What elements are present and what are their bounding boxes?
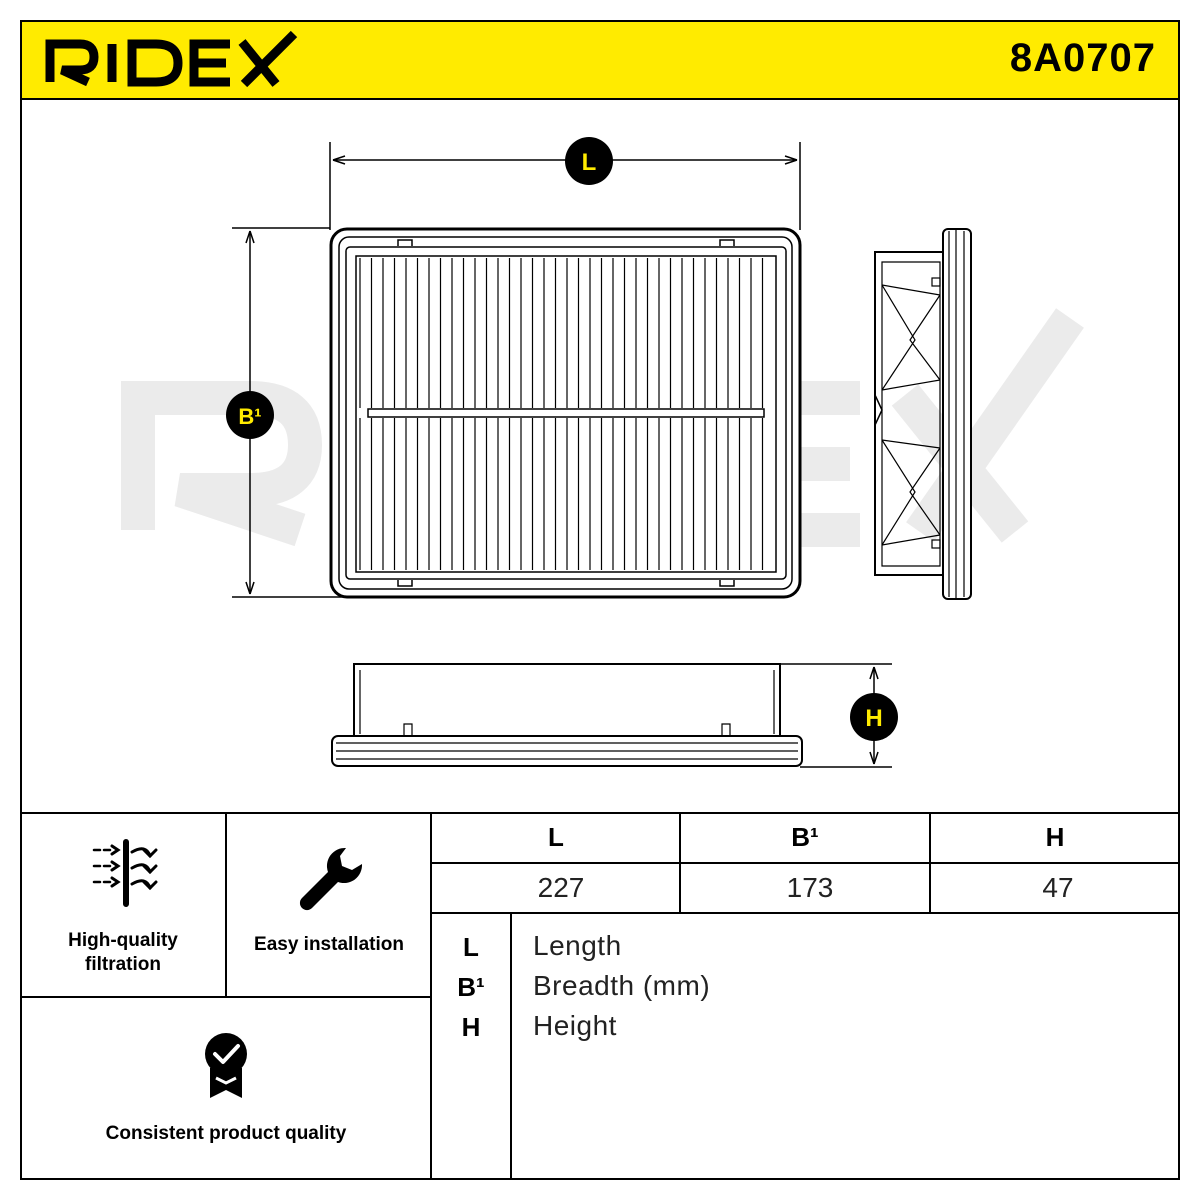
breadth-marker-badge <box>226 391 274 439</box>
length-marker-badge <box>565 137 613 185</box>
filtration-icon <box>92 839 158 907</box>
header-bar: 8A0707 <box>20 20 1180 100</box>
height-dimension-line <box>780 663 892 768</box>
dim-header-height: H <box>1045 822 1065 852</box>
ridex-logo <box>45 30 298 88</box>
dim-value-breadth: 173 <box>786 872 834 903</box>
feature-label-quality: Consistent product quality <box>105 1123 347 1144</box>
feature-label-filtration: High-quality filtration <box>28 929 218 977</box>
legend-text-height: Height <box>533 1010 617 1041</box>
height-marker-badge <box>850 693 898 741</box>
filter-pleats <box>359 258 764 570</box>
legend-key-height: H <box>461 1012 481 1042</box>
wrench-icon <box>299 847 363 911</box>
feature-label-filtration-line2: filtration <box>85 954 161 975</box>
feature-label-installation: Easy installation <box>254 934 404 955</box>
height-marker-text: H <box>865 705 882 732</box>
breadth-marker-text: B¹ <box>238 404 261 429</box>
part-number: 8A0707 <box>1009 36 1156 80</box>
length-marker-text: L <box>582 149 597 176</box>
filter-top-view <box>329 227 802 599</box>
legend-key-breadth: B¹ <box>457 972 485 1002</box>
filter-side-view <box>874 228 972 600</box>
dim-header-breadth: B¹ <box>791 822 819 852</box>
legend-text-breadth: Breadth (mm) <box>533 970 711 1001</box>
legend-text-length: Length <box>533 930 622 961</box>
length-dimension-line <box>329 142 801 230</box>
filter-front-view <box>331 663 803 767</box>
technical-drawing: L B¹ <box>121 137 1084 768</box>
dim-header-length: L <box>548 822 564 852</box>
dim-value-length: 227 <box>537 872 585 903</box>
feature-label-filtration-line1: High-quality <box>68 930 178 951</box>
dim-value-height: 47 <box>1042 872 1074 903</box>
quality-badge-icon <box>205 1033 247 1098</box>
legend-key-length: L <box>463 932 479 962</box>
